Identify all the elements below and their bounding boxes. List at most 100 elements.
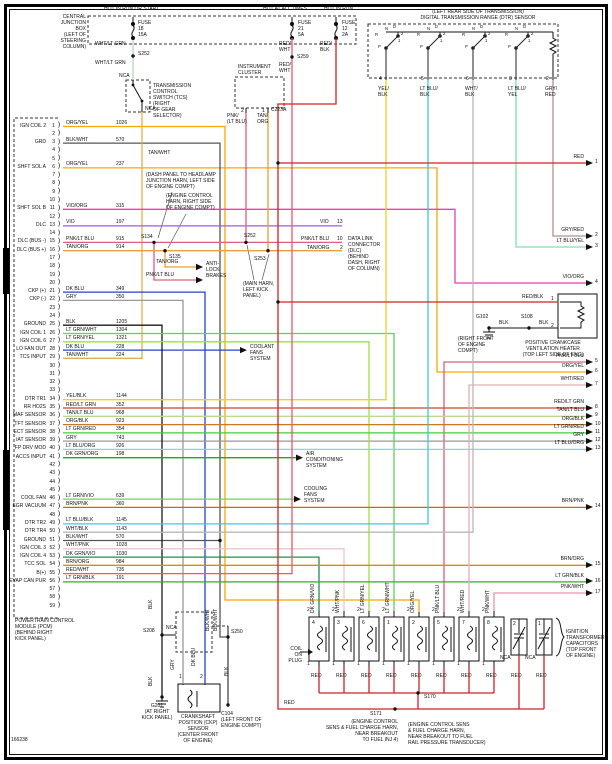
pin-circuit: 735 xyxy=(116,567,125,574)
pin-signal: GROUND xyxy=(23,321,46,328)
coil-top-pin: 2 xyxy=(382,607,385,613)
edge-arrow-icon xyxy=(586,437,593,444)
hot-in-run-or-start: HOT IN RUN OR START xyxy=(104,6,160,12)
edge-wire-color: RED xyxy=(573,154,584,160)
pin-number: 27 xyxy=(49,337,55,344)
splice-dots xyxy=(131,54,531,711)
edge-number: 9 xyxy=(595,412,598,419)
pin-circuit: 237 xyxy=(116,161,125,168)
red-blk-top: RED/ BLK xyxy=(320,41,332,53)
tan-dlc: TAN/ORG xyxy=(307,245,330,251)
cap-red-label: RED xyxy=(536,673,547,679)
note-main-harn: (MAIN HARN, LEFT KICK PANEL) xyxy=(243,281,275,299)
pin-signal: IGN COIL 1 xyxy=(20,329,46,336)
coil-bottom-pin: 1 xyxy=(307,661,310,667)
pin-signal: DTR TR1 xyxy=(24,395,46,402)
pin-wire-color: DK BLU xyxy=(66,343,85,350)
pin-wire-color: DK GRN/VIO xyxy=(66,550,96,557)
pin-number: 10 xyxy=(49,197,55,204)
edge-wire-color: GRY xyxy=(573,432,584,439)
pin-number: 52 xyxy=(49,544,55,551)
pin-number: 25 xyxy=(49,321,55,328)
splice-s171: S171 xyxy=(370,711,382,717)
pin-bracket: ) xyxy=(57,170,62,179)
pin-bracket: ) xyxy=(57,410,62,419)
coil-wire-color: LT GRN/WHT xyxy=(385,582,391,613)
edge-wire-color: TAN/LT BLU xyxy=(556,407,584,414)
edge-arrow-icon xyxy=(586,421,593,428)
edge-wire-color: LT BLU/ORG xyxy=(554,440,584,447)
pin-wire-color: LT GRN/YEL xyxy=(66,335,95,342)
pin-bracket: ) xyxy=(57,535,62,543)
dtr-pin-number: 3 xyxy=(509,76,512,82)
tan-org-alb: TAN/ORG xyxy=(156,259,179,265)
edge-number: 16 xyxy=(595,577,601,584)
red-blk-pcv: RED/BLK xyxy=(522,294,544,300)
pin-signal: IGN COIL 4 xyxy=(20,553,46,560)
pin-signal: TFT SENSOR xyxy=(14,420,46,427)
pin-bracket: ) xyxy=(57,245,62,254)
splice-s253: S253 xyxy=(254,256,266,262)
pin-signal: IGN COIL 3 xyxy=(20,544,46,551)
ign-transformer-caps: IGNITION TRANSFORMER CAPACITORS (TOP FRO… xyxy=(566,629,605,659)
coil-number: 6 xyxy=(362,620,365,626)
coolant-fans: COOLANT FANS SYSTEM xyxy=(250,344,275,362)
pin-circuit: 1030 xyxy=(116,550,128,557)
structure-lines xyxy=(132,17,598,713)
pin-circuit: 1143 xyxy=(116,525,127,532)
pin-signal: GRD xyxy=(34,139,46,146)
edge-arrow-icon xyxy=(586,381,593,388)
dtr-position-letter: D xyxy=(523,24,527,29)
pin-circuit: 984 xyxy=(116,558,125,565)
dtr-wire-label: YEL/ BLK xyxy=(378,86,389,98)
pin-bracket: ) xyxy=(57,195,62,204)
note-right-front: (RIGHT FRONT OF ENGINE COMPT) xyxy=(458,336,494,354)
coil-red-label: RED xyxy=(436,673,447,679)
pin-bracket: ) xyxy=(57,435,62,444)
coil-bottom-pin: 1 xyxy=(457,661,460,667)
coil-number: 2 xyxy=(412,620,415,626)
coil-wire-color: PNK/LT BLU xyxy=(435,584,441,613)
flow-arrows xyxy=(196,263,313,655)
coil-bottom-pin: 1 xyxy=(482,661,485,667)
ckp-sensor: CRANKSHAFT POSITION (CKP) SENSOR (CENTER… xyxy=(177,714,219,744)
pin-signal: COOL FAN xyxy=(20,495,46,502)
pin-bracket: ) xyxy=(57,220,62,229)
pin-signal: FP DRV MOD xyxy=(14,445,46,452)
pcm-label: POWERTRAIN CONTROL MODULE (PCM) (BEHIND … xyxy=(15,618,75,642)
pin-signal: RR HO2S xyxy=(23,404,46,411)
edge-wire-color: RED/LT GRN xyxy=(554,399,584,405)
cluster-pin-2: 2 xyxy=(241,108,244,114)
pin-circuit: 360 xyxy=(116,500,125,507)
pin-circuit: 1026 xyxy=(116,120,128,126)
dtr-pin-number: 4 xyxy=(379,76,382,82)
red-wht-b: RED/ WHT xyxy=(279,62,291,74)
coil-top-pin: 2 xyxy=(457,607,460,613)
rot-dk-blu: DK BLU xyxy=(191,647,197,666)
note-engine-control: (ENGINE CONTROL HARN, RIGHT SIDE OF ENGI… xyxy=(166,193,215,211)
coil-top-pin: 2 xyxy=(407,607,410,613)
coil-bottom-pin: 1 xyxy=(357,661,360,667)
pin-wire-color: LT GRN/WHT xyxy=(66,327,97,333)
edge-arrow-icon xyxy=(586,589,593,596)
pin-number: 8 xyxy=(52,180,55,187)
pin-wire-color: RED/WHT xyxy=(66,567,90,574)
pin-circuit: 228 xyxy=(116,343,125,350)
pin-number: 44 xyxy=(49,478,55,485)
pnk-lt-blu-drop: PNK/ (LT BLU) xyxy=(227,113,247,125)
edge-wire-color: WHT/RED xyxy=(560,376,584,382)
instrument-cluster: INSTRUMENT CLUSTER xyxy=(238,64,271,76)
fuse-18: FUSE 18 15A xyxy=(138,20,152,38)
pin-bracket: ) xyxy=(57,121,62,129)
splice-s252-mid: S252 xyxy=(244,233,256,239)
tan-wht-tcs: TAN/WHT xyxy=(148,150,171,156)
pin-number: 7 xyxy=(52,172,55,179)
pin-number: 5 xyxy=(52,155,55,162)
pin-number: 21 xyxy=(49,288,55,295)
pin-bracket: ) xyxy=(57,203,62,212)
cluster-pin-1: 1 xyxy=(262,108,265,114)
pin-wire-color: TAN/WHT xyxy=(66,351,89,358)
pin-bracket: ) xyxy=(57,576,62,585)
blk-a: BLK xyxy=(499,320,509,326)
dtr-pin-number: 6 xyxy=(466,76,469,82)
